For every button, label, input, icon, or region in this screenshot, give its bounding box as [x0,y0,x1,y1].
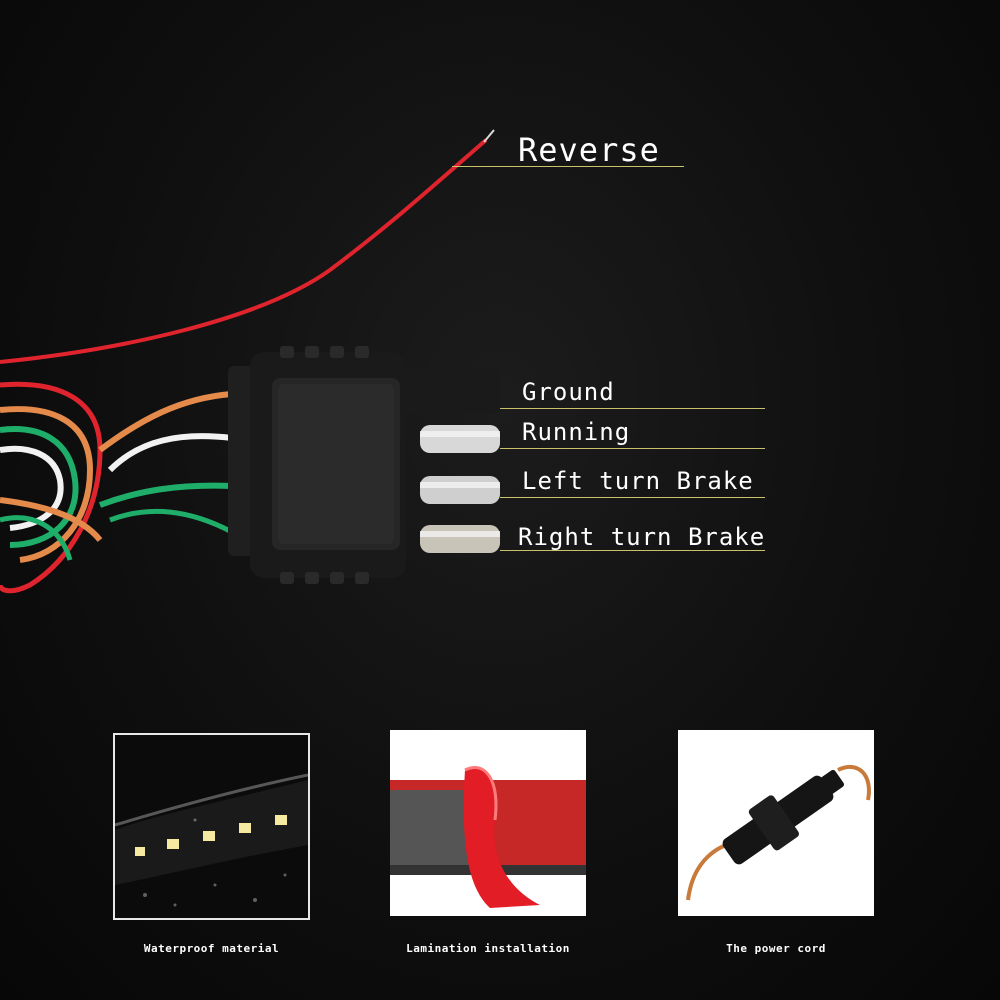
4-pin-connector [228,346,500,584]
waterproof-caption: Waterproof material [143,942,280,955]
wire-bundle-red [0,381,103,594]
ground-wire [98,391,233,453]
right-turn-label: Right turn Brake [518,523,766,551]
reverse-wire [0,138,488,364]
reverse-underline [452,166,684,167]
right-turn-wire [109,508,234,535]
ground-label: Ground [522,378,615,406]
wire-bundle-orange [0,406,94,563]
power-cord-thumbnail [678,730,874,916]
reverse-label: Reverse [518,131,660,169]
metal-pins [420,425,500,553]
running-wire [107,433,233,473]
left-turn-wire [98,482,233,508]
right-turn-underline [500,550,765,551]
running-label: Running [522,418,631,446]
waterproof-thumbnail [113,733,310,920]
power-cord-caption: The power cord [726,942,826,955]
running-underline [500,448,765,449]
wire-bundle-green [0,426,79,548]
left-turn-underline [500,497,765,498]
lamination-thumbnail [390,730,586,916]
left-turn-label: Left turn Brake [522,467,754,495]
wiring-connector-photo [0,129,500,594]
lamination-caption: Lamination installation [406,942,570,955]
ground-underline [500,408,765,409]
